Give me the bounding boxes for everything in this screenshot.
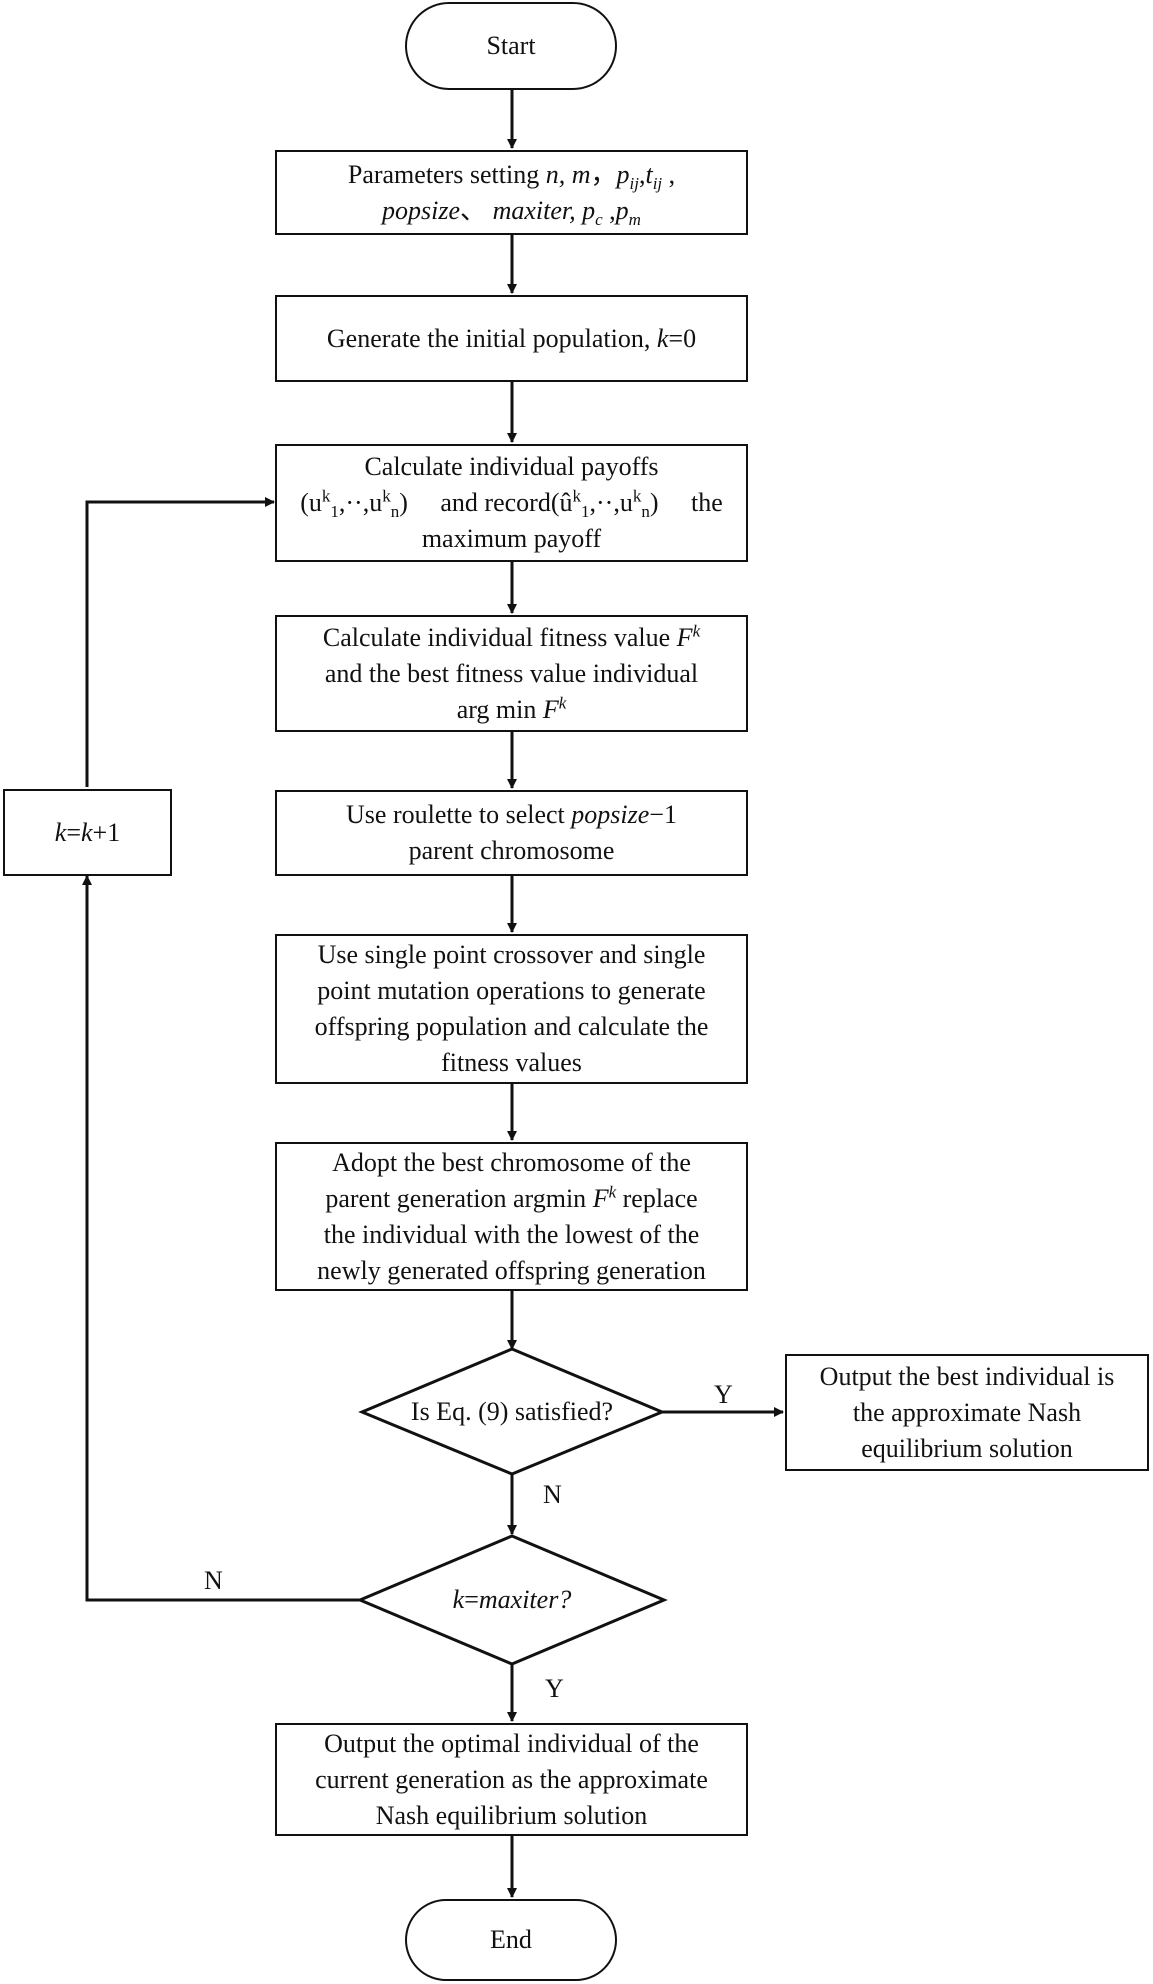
decision1-diamond: [358, 1347, 666, 1476]
adopt-best-box: Adopt the best chromosome of the parent …: [275, 1142, 748, 1291]
payoffs-box: Calculate individual payoffs (uk1,··,ukn…: [275, 444, 748, 562]
parameters-line-1: Parameters setting n, m，pij,tij ,: [347, 159, 676, 193]
edge-increment-payoffs: [85, 497, 275, 787]
decision2-diamond: [356, 1534, 668, 1666]
end-label: End: [490, 1925, 532, 1954]
edge-label-maxiter-no: N: [204, 1566, 223, 1595]
end-terminal: End: [405, 1899, 617, 1981]
edge-label-maxiter-yes: Y: [545, 1674, 564, 1703]
decision-eq9-label: Is Eq. (9) satisfied?: [410, 1397, 614, 1426]
payoffs-formula-line: (uk1,··,ukn) and record(ûk1,··,ukn) the: [300, 486, 723, 522]
output-nash-box: Output the best individual is the approx…: [785, 1354, 1149, 1471]
decision-eq9: Is Eq. (9) satisfied?: [380, 1392, 644, 1432]
initial-population-box: Generate the initial population, k=0: [275, 295, 748, 382]
parameters-box: Parameters setting n, m，pij,tij , popsiz…: [275, 150, 748, 235]
output-optimal-box: Output the optimal individual of the cur…: [275, 1723, 748, 1836]
start-label: Start: [486, 31, 536, 60]
crossover-box: Use single point crossover and single po…: [275, 934, 748, 1084]
edge-decision2-increment: [82, 875, 360, 1602]
decision-maxiter: k=maxiter?: [452, 1585, 572, 1614]
edge-label-eq9-yes: Y: [714, 1380, 733, 1409]
fitness-box: Calculate individual fitness value Fk an…: [275, 615, 748, 732]
start-terminal: Start: [405, 2, 617, 90]
parameters-line-2: popsize、 maxiter, pc ,pm: [382, 195, 641, 229]
increment-box: k=k+1: [3, 789, 172, 876]
roulette-box: Use roulette to select popsize−1 parent …: [275, 790, 748, 876]
edge-label-eq9-no: N: [543, 1480, 562, 1509]
